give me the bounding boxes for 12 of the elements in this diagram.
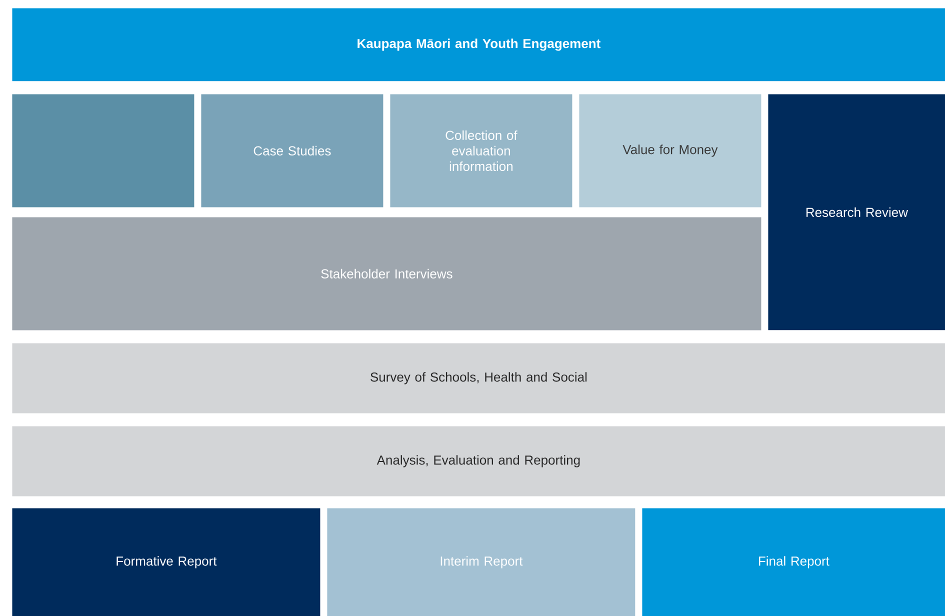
block: Value for Money xyxy=(579,94,762,208)
block: Collection of evaluation information xyxy=(390,94,572,208)
block: Stakeholder Interviews xyxy=(12,217,762,330)
title-band: Kaupapa Māori and Youth Engagement xyxy=(12,8,945,82)
block: Case Studies xyxy=(201,94,384,208)
blank-block xyxy=(12,94,194,208)
block: Interim Report xyxy=(327,508,636,616)
block: Final Report xyxy=(642,508,945,616)
block: Survey of Schools, Health and Social xyxy=(12,343,945,414)
block: Analysis, Evaluation and Reporting xyxy=(12,426,945,496)
block: Formative Report xyxy=(12,508,320,616)
block: Research Review xyxy=(768,94,945,330)
